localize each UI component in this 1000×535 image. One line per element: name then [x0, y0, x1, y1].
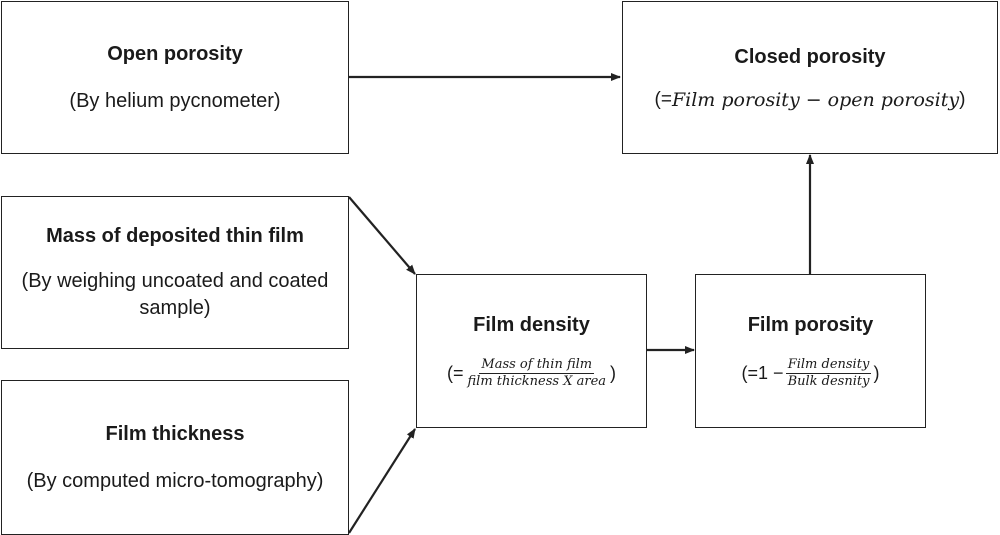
film-density-fraction: Mass of thin film film thickness X area	[465, 357, 608, 390]
film-density-title: Film density	[473, 313, 590, 336]
film-density-denominator: film thickness X area	[467, 373, 607, 389]
film-density-formula-close: )	[610, 362, 617, 383]
arrow-mass-to-density	[348, 196, 416, 275]
mass-film-title: Mass of deposited thin film	[46, 224, 304, 247]
closed-porosity-box: Closed porosity (=Film porosity − open p…	[622, 1, 998, 154]
closed-porosity-title: Closed porosity	[734, 45, 886, 68]
open-porosity-title: Open porosity	[107, 42, 243, 65]
arrow-thickness-to-density	[348, 428, 416, 534]
mass-film-method: (By weighing uncoated and coated sample)	[21, 269, 329, 319]
film-porosity-formula-close: )	[873, 362, 880, 383]
film-density-formula: (= Mass of thin film film thickness X ar…	[447, 357, 616, 390]
film-density-formula-open: (=	[446, 362, 464, 383]
film-density-box: Film density (= Mass of thin film film t…	[416, 274, 647, 428]
mass-film-box: Mass of deposited thin film (By weighing…	[1, 196, 349, 349]
film-porosity-title: Film porosity	[747, 313, 874, 336]
film-thickness-method: (By computed micro-tomography)	[26, 469, 324, 492]
film-density-numerator: Mass of thin film	[479, 356, 595, 374]
closed-porosity-formula-close: )	[959, 88, 966, 110]
film-porosity-fraction: Film density Bulk desnity	[785, 356, 872, 390]
film-porosity-box: Film porosity (=1 − Film density Bulk de…	[695, 274, 926, 428]
closed-porosity-formula: (=Film porosity − open porosity)	[655, 89, 966, 111]
film-thickness-box: Film thickness (By computed micro-tomogr…	[1, 380, 349, 535]
closed-porosity-formula-open: (=	[654, 88, 672, 110]
film-porosity-formula: (=1 − Film density Bulk desnity )	[742, 357, 880, 390]
open-porosity-box: Open porosity (By helium pycnometer)	[1, 1, 349, 154]
film-thickness-title: Film thickness	[105, 422, 245, 445]
open-porosity-method: (By helium pycnometer)	[69, 89, 281, 112]
film-porosity-numerator: Film density	[785, 356, 872, 374]
film-porosity-denominator: Bulk desnity	[787, 373, 870, 389]
closed-porosity-formula-expr: Film porosity − open porosity	[671, 88, 960, 111]
film-porosity-formula-open: (=1 −	[741, 362, 784, 383]
